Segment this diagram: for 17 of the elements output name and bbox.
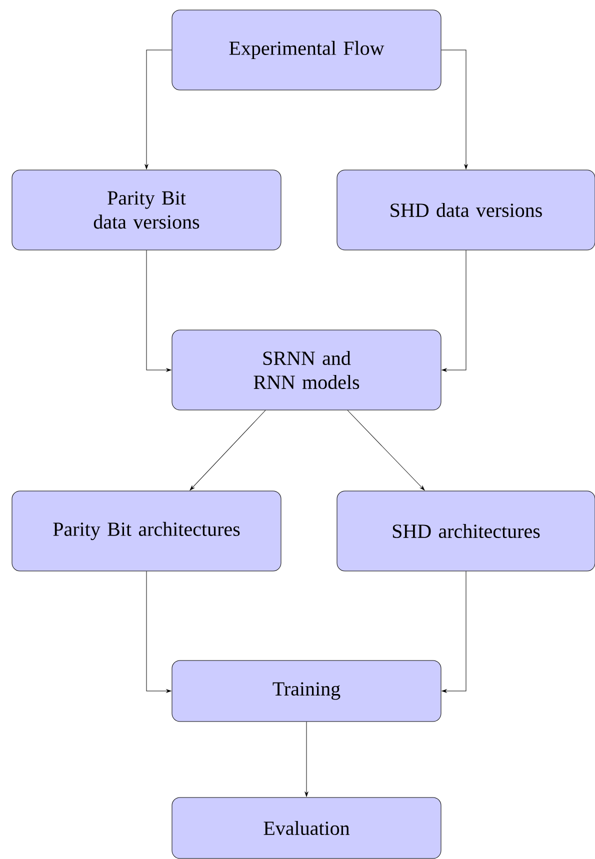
arrow	[144, 50, 172, 170]
arrow	[146, 250, 172, 372]
process-box: Training	[172, 660, 442, 722]
process-box: Experimental Flow	[172, 10, 442, 90]
process-box: SHD data versions	[336, 170, 595, 250]
arrow	[190, 410, 266, 490]
arrow	[304, 722, 308, 797]
process-box: Parity Bit architectures	[12, 490, 282, 572]
process-box: SHD architectures	[336, 490, 595, 572]
arrow	[442, 250, 466, 372]
arrow	[347, 410, 425, 490]
arrow	[146, 571, 172, 693]
arrow	[442, 571, 466, 693]
process-box: Evaluation	[172, 797, 442, 859]
arrow	[441, 50, 468, 170]
process-box: Parity Bit data versions	[12, 170, 282, 250]
process-box: SRNN and RNN models	[172, 330, 442, 410]
